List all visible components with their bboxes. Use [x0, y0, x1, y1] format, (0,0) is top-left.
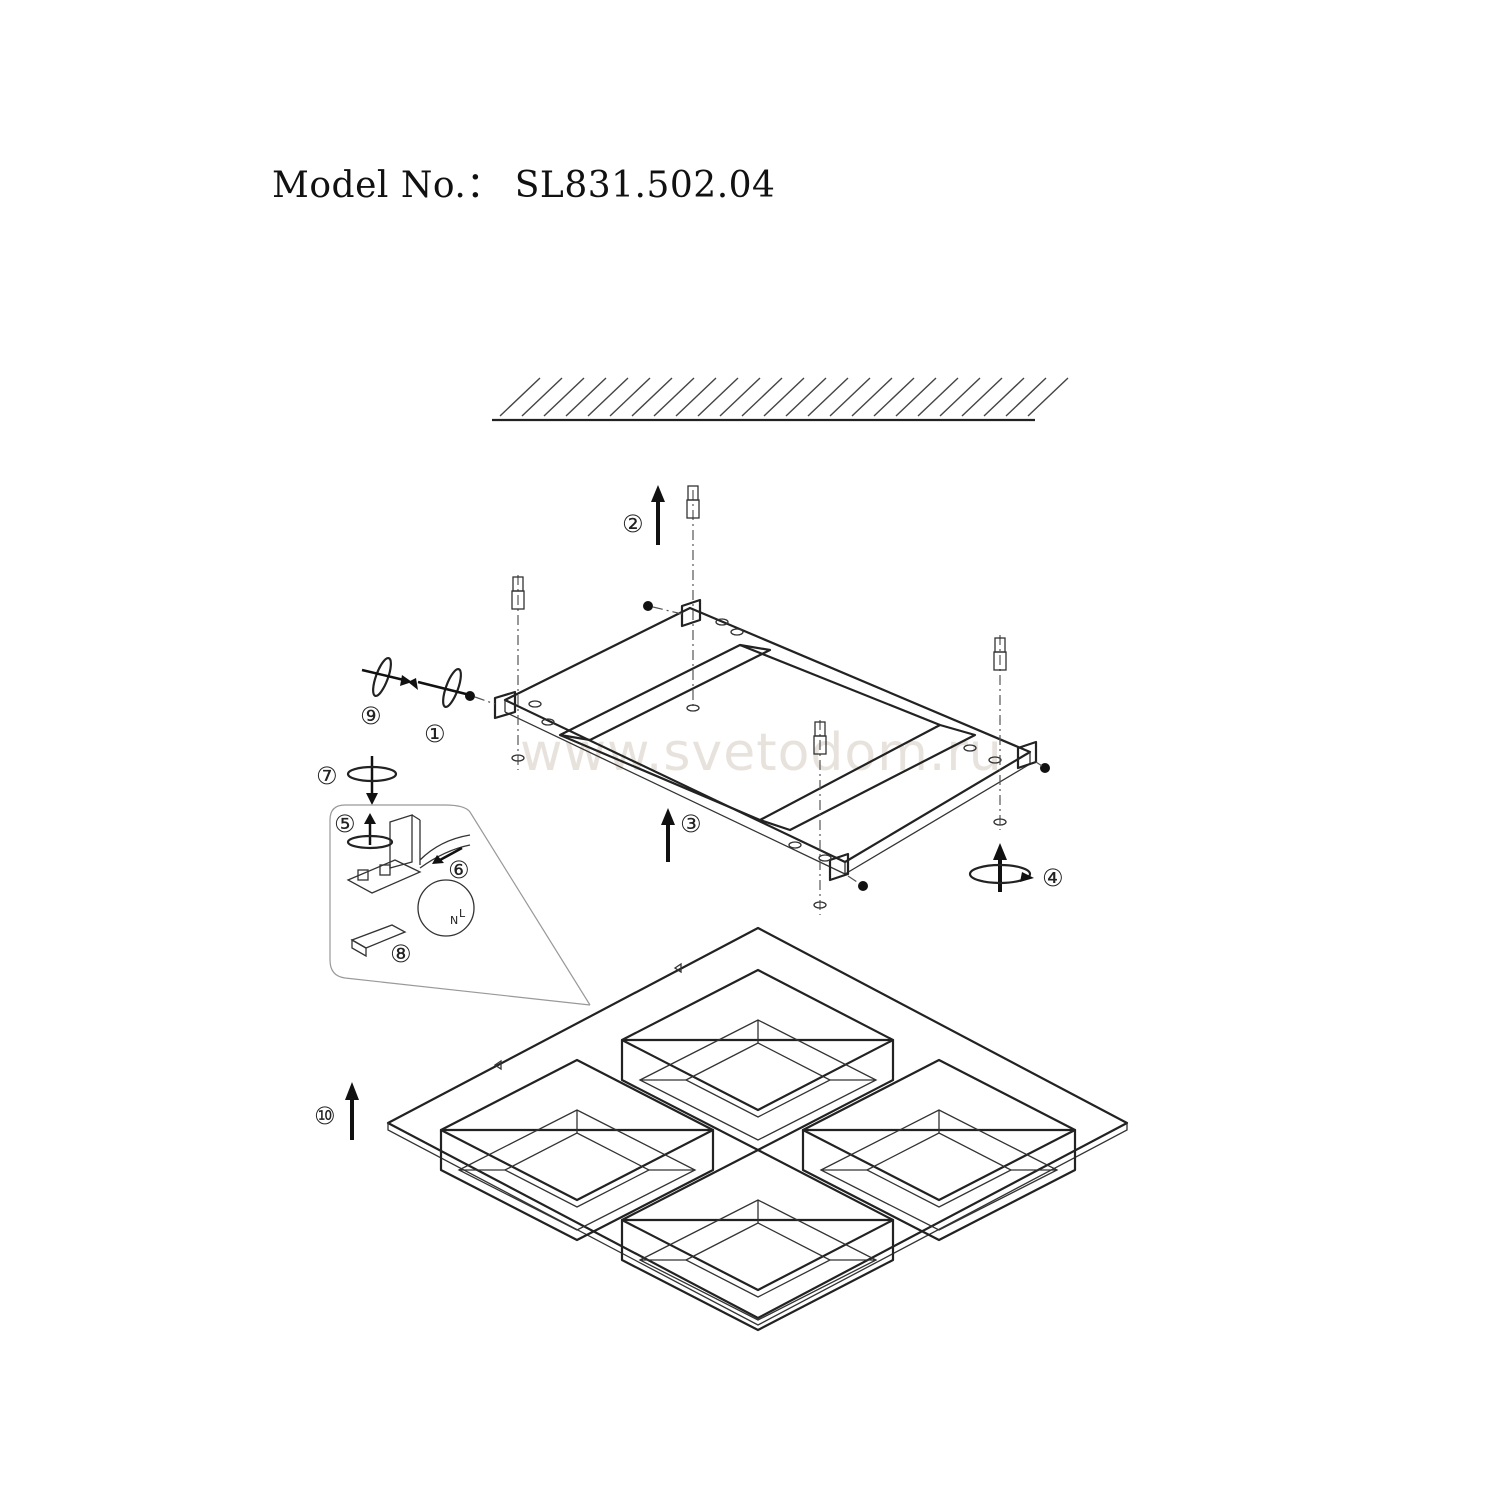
hatch-line [917, 377, 959, 417]
hatch-line [807, 377, 849, 417]
hatch-line [741, 377, 783, 417]
hatch-line [785, 377, 827, 417]
mounting-frame [493, 598, 1038, 882]
hatch-line [961, 377, 1003, 417]
wire-mark-l: L [459, 907, 466, 920]
hatch-line [1005, 377, 1047, 417]
hatch-line [675, 377, 717, 417]
wall-plug-bottom [813, 720, 827, 915]
step-3-arrow [661, 808, 675, 862]
step-7-label: ⑦ [316, 762, 338, 790]
side-screws [465, 601, 1050, 891]
hatch-line [653, 377, 695, 417]
step-2-arrow [651, 485, 665, 545]
hatch-line [565, 377, 607, 417]
ceiling-hatch [492, 377, 1069, 422]
step-1-fastener-icon [408, 667, 467, 709]
step-9-label: ⑨ [360, 702, 382, 730]
hatch-line [763, 377, 805, 417]
hatch-line [851, 377, 893, 417]
step-9-fastener-icon [361, 656, 412, 698]
step-3-label: ③ [680, 810, 702, 838]
hatch-line [829, 377, 871, 417]
hatch-line [697, 377, 739, 417]
step-4-label: ④ [1042, 864, 1064, 892]
hatch-line [939, 377, 981, 417]
hatch-line [543, 377, 585, 417]
step-7-rotate-icon [346, 756, 398, 805]
hatch-line [521, 377, 563, 417]
step-4-rotate-arrow [968, 843, 1034, 892]
step-6-arrow [432, 846, 463, 864]
model-number-title: Model No.： SL831.502.04 [272, 165, 776, 206]
hatch-line [1027, 377, 1069, 417]
hatch-line [609, 377, 651, 417]
hatch-line [499, 377, 541, 417]
luminaire-body [386, 926, 1129, 1332]
step-1-label: ① [424, 720, 446, 748]
step-5-arrow [346, 813, 394, 850]
wall-plug-left [511, 575, 525, 770]
hatch-line [873, 377, 915, 417]
hatch-line [587, 377, 629, 417]
hatch-line [983, 377, 1025, 417]
hatch-line [895, 377, 937, 417]
step-8-label: ⑧ [390, 940, 412, 968]
wire-mark-n: N [450, 914, 458, 927]
wall-plug-top-center [686, 485, 700, 712]
hatch-line [719, 377, 761, 417]
wall-plug-right [993, 635, 1007, 830]
hatch-line [631, 377, 673, 417]
step-5-label: ⑤ [334, 810, 356, 838]
step-2-label: ② [622, 510, 644, 538]
step-6-label: ⑥ [448, 856, 470, 884]
step-10-label: ⑩ [314, 1102, 336, 1130]
step-10-arrow [345, 1082, 359, 1140]
wiring-detail-callout: N L [329, 804, 591, 1006]
